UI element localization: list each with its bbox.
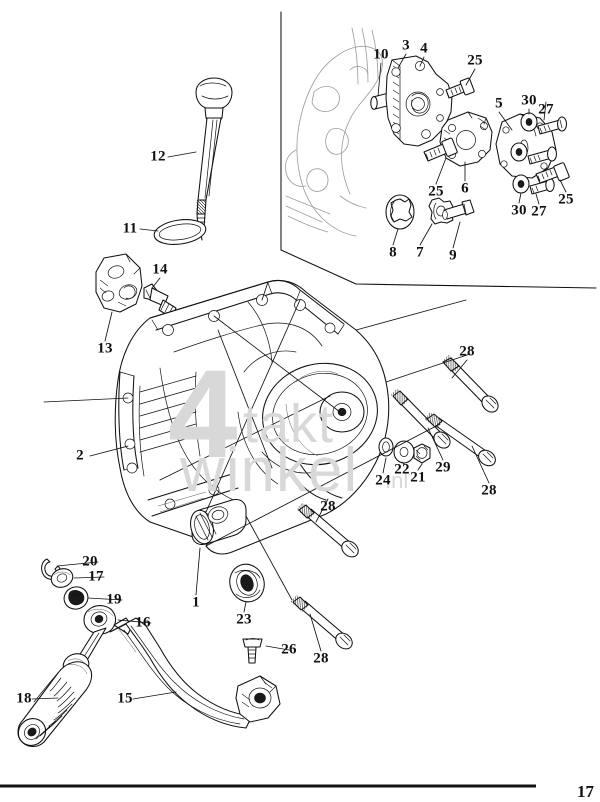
part-8-outer-rotor xyxy=(385,194,415,230)
part-25-flange-bolt-a xyxy=(445,77,475,99)
callout-22-kick-shaft-washer: 22 xyxy=(394,461,410,478)
callout-13-cam-chain-tensioner-plate: 13 xyxy=(97,340,113,357)
callout-26-pedal-pinch-bolt: 26 xyxy=(281,641,297,658)
part-28-screw-upper-right xyxy=(442,354,499,413)
part-17-washer xyxy=(50,568,74,588)
part-11-dipstick-o-ring xyxy=(153,219,207,245)
part-23-oil-seal xyxy=(229,563,265,603)
callout-20-kick-arm-circlip: 20 xyxy=(82,553,98,570)
callout-30-sealing-washer: 30 xyxy=(511,202,527,219)
part-25-flange-bolt-b xyxy=(423,137,458,162)
part-20-circlip xyxy=(41,558,61,580)
callout-8-oil-pump-outer-rotor: 8 xyxy=(389,244,397,261)
callout-28-cover-screw-long: 28 xyxy=(459,343,475,360)
part-27-screw-a xyxy=(537,116,568,135)
part-29-screw-medium xyxy=(390,388,451,449)
part-28-screw-lower-right xyxy=(424,412,496,467)
callout-15-gear-shift-pedal: 15 xyxy=(117,690,133,707)
page-number: 17 xyxy=(577,782,594,801)
callout-5-oil-pump-gasket: 5 xyxy=(495,95,503,112)
part-15-shift-pedal xyxy=(109,617,281,729)
part-18-kick-rubber xyxy=(17,661,93,748)
part-28-screw-mid xyxy=(296,502,359,558)
callout-27-pan-head-screw: 27 xyxy=(538,101,554,118)
part-21-nut xyxy=(413,443,431,464)
callout-27-pan-head-screw: 27 xyxy=(531,203,547,220)
inset-detail-border xyxy=(280,11,597,289)
callout-28-cover-screw-long: 28 xyxy=(481,482,497,499)
callout-25-flange-bolt: 25 xyxy=(558,191,574,208)
callout-24-kick-shaft-o-ring: 24 xyxy=(375,472,391,489)
callout-18-kick-starter-rubber: 18 xyxy=(16,690,32,707)
callout-17-kick-arm-washer: 17 xyxy=(88,568,104,585)
callout-7-oil-pump-inner-rotor: 7 xyxy=(416,244,424,261)
callout-30-sealing-washer: 30 xyxy=(521,92,537,109)
callout-25-flange-bolt: 25 xyxy=(428,183,444,200)
callout-21-kick-shaft-nut: 21 xyxy=(410,469,426,486)
part-27-screw-b xyxy=(527,146,558,165)
callout-1-oil-filler-neck: 1 xyxy=(192,594,200,611)
leader-lines xyxy=(31,53,567,700)
part-28-screw-bottom xyxy=(290,594,353,650)
part-30-washer-b xyxy=(510,142,528,162)
callout-25-flange-bolt: 25 xyxy=(467,52,483,69)
callout-9-oil-pump-drive-pin: 9 xyxy=(449,247,457,264)
callout-16-kick-starter-arm: 16 xyxy=(135,614,151,631)
ghost-crankcase-outline xyxy=(285,27,383,237)
part-22-washer xyxy=(393,440,415,464)
callout-14-tensioner-bolt: 14 xyxy=(152,261,168,278)
callout-4-oil-pump-body-dowel: 4 xyxy=(420,40,428,57)
part-3-4-oil-pump-body xyxy=(385,55,453,147)
callout-29-cover-screw-medium: 29 xyxy=(435,459,451,476)
callout-2-right-crankcase-cover: 2 xyxy=(76,447,84,464)
part-24-o-ring xyxy=(378,437,394,457)
part-13-tensioner-plate xyxy=(95,253,143,313)
callout-3-oil-pump-body: 3 xyxy=(402,37,410,54)
callout-28-cover-screw-long: 28 xyxy=(313,650,329,667)
callout-6-oil-pump-cover-plate: 6 xyxy=(461,180,469,197)
callout-28-cover-screw-long: 28 xyxy=(320,498,336,515)
callout-12-oil-dipstick: 12 xyxy=(150,148,166,165)
part-12-oil-dipstick xyxy=(195,77,233,241)
part-9-drive-pin xyxy=(442,199,475,220)
callout-11-dipstick-o-ring: 11 xyxy=(122,220,138,237)
part-19-seal xyxy=(63,586,89,610)
part-26-pinch-bolt xyxy=(242,638,263,664)
callout-19-kick-arm-seal: 19 xyxy=(106,591,122,608)
callout-10-oil-pump-dowel-pin: 10 xyxy=(373,46,389,63)
part-30-washer-c xyxy=(512,174,530,194)
callout-23-shift-shaft-oil-seal: 23 xyxy=(236,611,252,628)
part-25-flange-bolt-c xyxy=(535,162,570,184)
part-30-washer-a xyxy=(520,112,538,132)
